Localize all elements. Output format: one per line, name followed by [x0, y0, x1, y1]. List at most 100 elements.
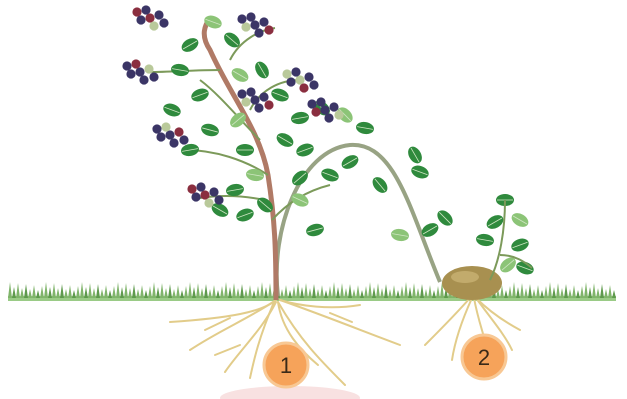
berry: [139, 75, 148, 84]
grass-blade: [508, 286, 512, 298]
grass-blade: [352, 289, 356, 298]
grass-blade: [168, 284, 172, 298]
grass-blade: [296, 282, 300, 298]
grass-blade: [120, 287, 124, 298]
grass-blade: [268, 283, 272, 298]
berry: [250, 95, 259, 104]
grass-blade: [548, 282, 552, 298]
grass-blade: [336, 287, 340, 298]
leaf: [405, 144, 424, 166]
berry: [259, 17, 268, 26]
berry: [154, 10, 163, 19]
berry: [214, 195, 223, 204]
grass-blade: [252, 290, 256, 298]
grass-blade: [348, 284, 352, 298]
grass-blade: [196, 283, 200, 298]
grass-blade: [436, 286, 440, 298]
berry: [191, 192, 200, 201]
grass-blade: [52, 283, 56, 298]
berry: [295, 75, 304, 84]
grass-blade: [240, 284, 244, 298]
grass-blade: [48, 287, 52, 298]
grass-blade: [584, 282, 588, 298]
grass-blade: [32, 285, 36, 298]
grass-blade: [264, 287, 268, 298]
grass-blade: [408, 287, 412, 298]
leaf: [305, 222, 325, 238]
leaf: [509, 236, 530, 253]
grass-blade: [360, 290, 364, 298]
grass-blade: [156, 287, 160, 298]
leaf: [290, 111, 310, 126]
grass-blade: [112, 286, 116, 298]
berry: [334, 110, 343, 119]
leaf: [229, 65, 251, 84]
grass-blade: [232, 283, 236, 298]
grass-blade: [208, 289, 212, 298]
leaf: [475, 233, 495, 248]
berry: [282, 69, 291, 78]
berry: [259, 92, 268, 101]
grass-blade: [72, 290, 76, 298]
grass-blade: [80, 282, 84, 298]
leaf: [370, 174, 391, 196]
berry: [304, 72, 313, 81]
grass-blade: [216, 290, 220, 298]
grass-blade: [364, 286, 368, 298]
grass-blade: [380, 288, 384, 298]
badge-plant-1: 1: [264, 343, 308, 387]
grass-blade: [576, 290, 580, 298]
grass-blade: [220, 286, 224, 298]
leaf: [390, 228, 410, 243]
leaf: [170, 63, 190, 78]
grass-blade: [332, 282, 336, 298]
badge-plant-1-label: 1: [280, 353, 292, 378]
grass-blade: [432, 290, 436, 298]
berry: [174, 127, 183, 136]
leaf: [179, 35, 201, 54]
berry: [250, 20, 259, 29]
grass-blade: [404, 282, 408, 298]
grass-blade: [280, 289, 284, 298]
berry: [131, 59, 140, 68]
grass-blade: [596, 288, 600, 298]
leaf: [252, 59, 271, 81]
berry: [135, 67, 144, 76]
grass-strip: [8, 282, 616, 301]
grass-blade: [308, 288, 312, 298]
berry: [209, 187, 218, 196]
grass-blade: [92, 288, 96, 298]
grass-blade: [164, 288, 168, 298]
grass-blade: [416, 288, 420, 298]
berry: [246, 87, 255, 96]
grass-blade: [600, 284, 604, 298]
leaf: [236, 144, 254, 156]
leaf: [409, 163, 430, 180]
leaf: [509, 210, 531, 229]
grass-blade: [316, 289, 320, 298]
berry: [316, 97, 325, 106]
grass-blade: [144, 290, 148, 298]
grass-blade: [8, 282, 12, 298]
leaf: [180, 143, 200, 158]
leaf: [319, 166, 340, 183]
berry: [254, 28, 263, 37]
grass-blade: [224, 282, 228, 298]
grass-blade: [200, 288, 204, 298]
berry: [320, 105, 329, 114]
berry: [264, 100, 273, 109]
leaf: [294, 141, 315, 158]
grass-blade: [376, 283, 380, 298]
grass-blade: [36, 290, 40, 298]
berry: [299, 83, 308, 92]
grass-blade: [512, 282, 516, 298]
grass-blade: [60, 284, 64, 298]
grass-blade: [564, 284, 568, 298]
grass-blade: [248, 285, 252, 298]
berry: [144, 64, 153, 73]
grass-blade: [568, 289, 572, 298]
grass-blade: [212, 285, 216, 298]
grass-blade: [108, 290, 112, 298]
berry: [329, 102, 338, 111]
grass-blade: [544, 286, 548, 298]
